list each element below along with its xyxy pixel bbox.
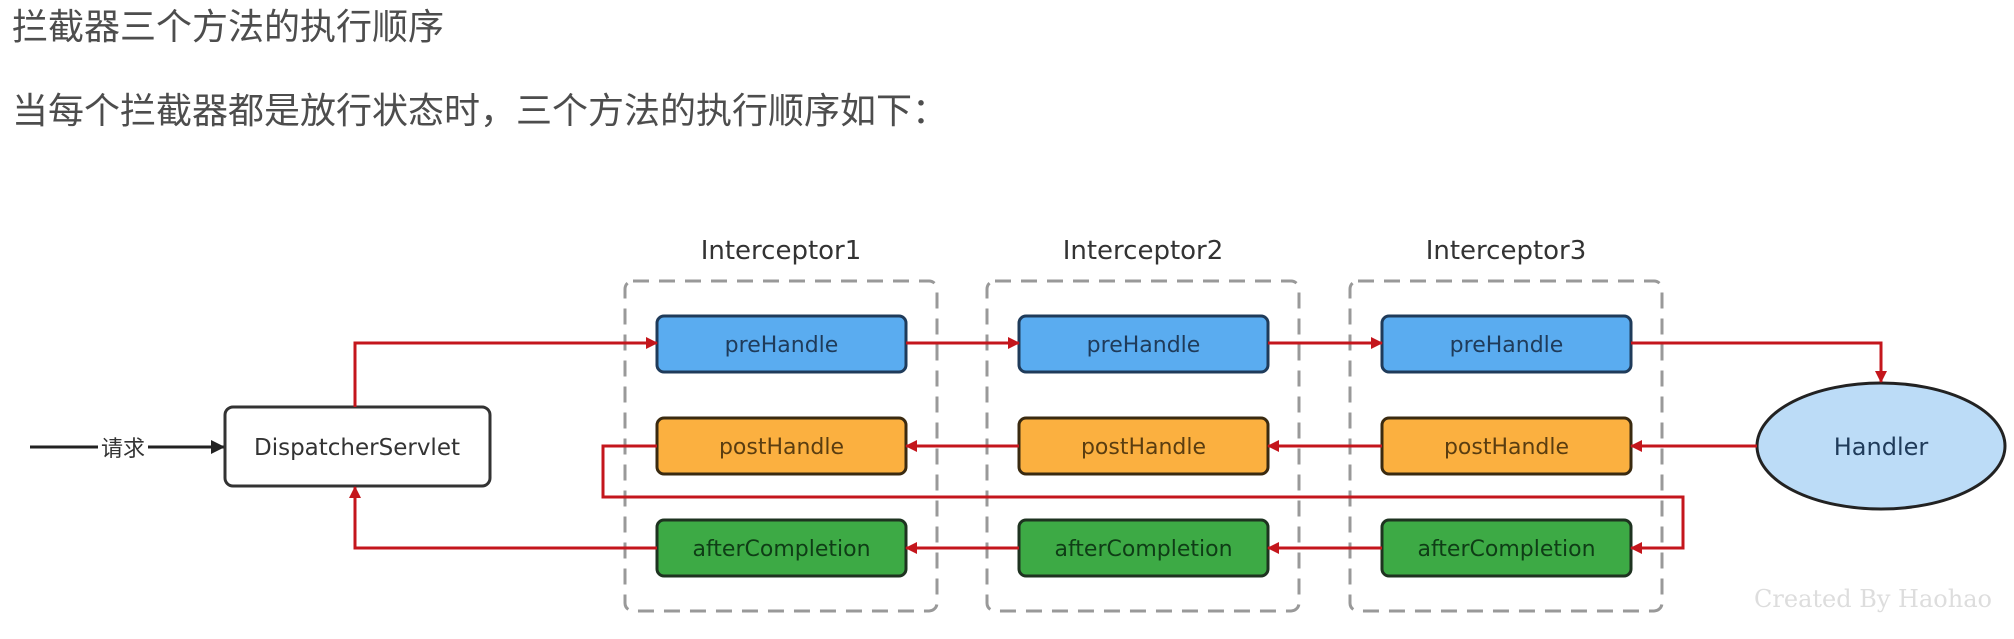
dispatcher-servlet-node: DispatcherServlet xyxy=(223,405,492,488)
arrow-dispatcher-to-prehandle1 xyxy=(353,337,658,407)
arrow-prehandle3-to-handler xyxy=(1631,341,1887,383)
after-label: afterCompletion xyxy=(1417,537,1595,562)
interceptor-group-1: Interceptor1 preHandle postHandle afterComp… xyxy=(623,236,939,613)
interceptor-group-3: Interceptor3 preHandle postHandle afterComp… xyxy=(1348,236,1664,613)
interceptor-title: Interceptor3 xyxy=(1426,236,1587,266)
after-box: afterCompletion xyxy=(655,518,908,578)
dispatcher-label: DispatcherServlet xyxy=(254,435,460,461)
interceptor-title: Interceptor2 xyxy=(1063,236,1224,266)
arrow-posthandle1-to-aftercompletion3 xyxy=(601,444,1685,554)
pre-label: preHandle xyxy=(1087,333,1201,358)
post-box: postHandle xyxy=(1017,416,1270,476)
section-description: 当每个拦截器都是放行状态时，三个方法的执行顺序如下： xyxy=(12,91,949,132)
pre-label: preHandle xyxy=(1450,333,1564,358)
pre-box: preHandle xyxy=(1017,314,1270,374)
request-label: 请求 xyxy=(101,437,145,462)
arrow-aftercompletion1-to-dispatcher xyxy=(349,486,657,550)
post-label: postHandle xyxy=(1444,435,1569,460)
after-box: afterCompletion xyxy=(1380,518,1633,578)
handler-label: Handler xyxy=(1834,433,1929,461)
post-label: postHandle xyxy=(719,435,844,460)
post-box: postHandle xyxy=(655,416,908,476)
after-label: afterCompletion xyxy=(692,537,870,562)
pre-box: preHandle xyxy=(1380,314,1633,374)
section-heading: 拦截器三个方法的执行顺序 xyxy=(12,7,445,48)
pre-box: preHandle xyxy=(655,314,908,374)
post-box: postHandle xyxy=(1380,416,1633,476)
handler-node: Handler xyxy=(1755,381,2007,511)
after-box: afterCompletion xyxy=(1017,518,1270,578)
after-label: afterCompletion xyxy=(1054,537,1232,562)
interceptor-group-2: Interceptor2 preHandle postHandle afterComp… xyxy=(985,236,1301,613)
pre-label: preHandle xyxy=(725,333,839,358)
watermark: Created By Haohao xyxy=(1754,585,1992,613)
post-label: postHandle xyxy=(1081,435,1206,460)
interceptor-title: Interceptor1 xyxy=(701,236,862,266)
